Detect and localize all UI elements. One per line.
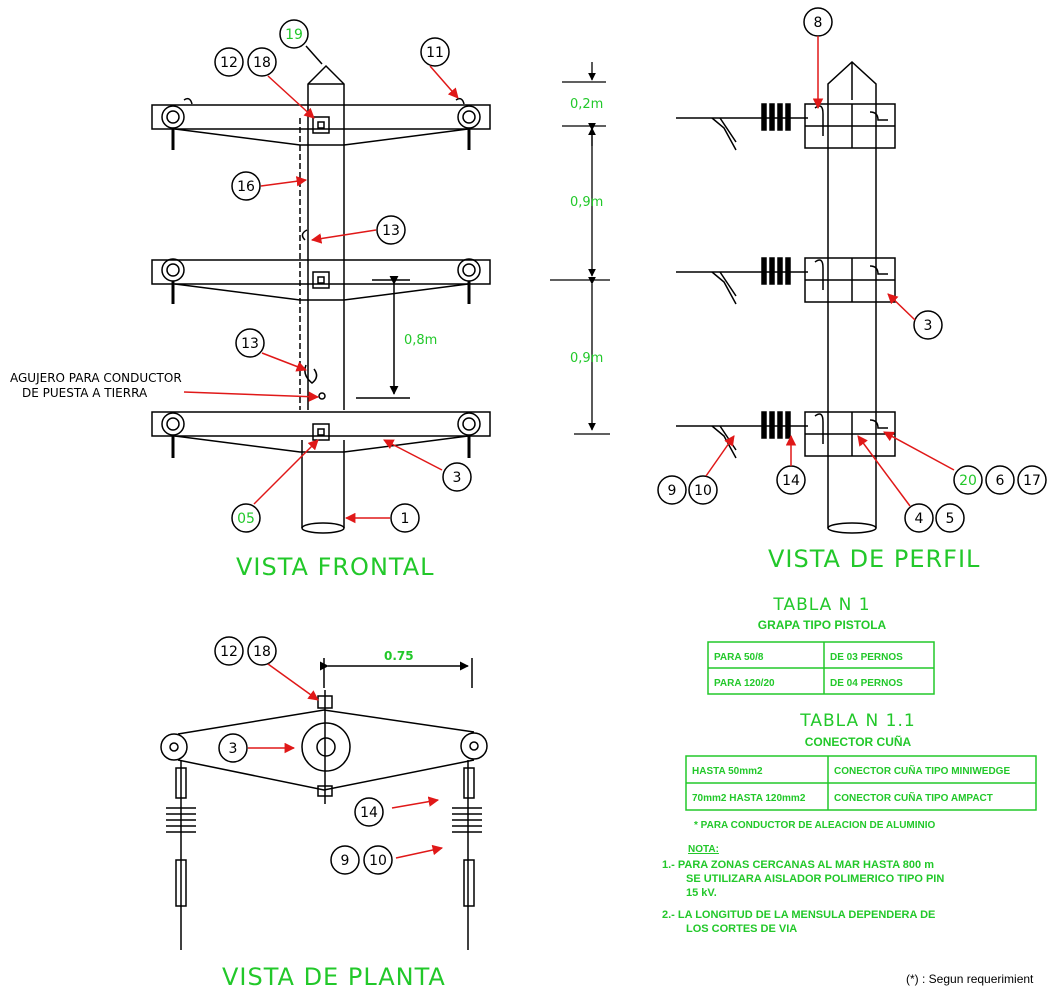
front-callout-12: 12 — [220, 55, 238, 71]
front-crossarm-2 — [151, 258, 491, 304]
front-callouts — [214, 19, 472, 533]
dim-mid: 0,9m — [570, 195, 603, 210]
front-view — [151, 64, 491, 534]
profile-callout-5: 5 — [946, 511, 955, 527]
front-crossarm-1 — [151, 97, 491, 150]
table-1-1: TABLA N 1.1 CONECTOR CUÑA HASTA 50mm2 CO… — [685, 711, 1037, 831]
note-2-line-1: 2.- LA LONGITUD DE LA MENSULA DEPENDERA … — [662, 909, 935, 921]
front-callout-13a: 13 — [382, 223, 400, 239]
plan-callouts — [214, 636, 393, 875]
plan-view — [160, 658, 488, 950]
front-callout-16: 16 — [237, 179, 255, 195]
front-callout-3: 3 — [453, 470, 462, 486]
requirement-note: (*) : Segun requerimient — [906, 972, 1034, 986]
note-1-line-1: 1.- PARA ZONAS CERCANAS AL MAR HASTA 800… — [662, 859, 934, 871]
table-1-title: TABLA N 1 — [772, 595, 870, 615]
note-1-line-2: SE UTILIZARA AISLADOR POLIMERICO TIPO PI… — [686, 873, 944, 885]
front-callout-19: 19 — [285, 27, 303, 43]
profile-callout-4: 4 — [915, 511, 924, 527]
front-crossarm-3 — [151, 411, 491, 458]
profile-callout-20: 20 — [959, 473, 977, 489]
table-2-r2c1: 70mm2 HASTA 120mm2 — [692, 793, 806, 804]
profile-callout-8: 8 — [814, 15, 823, 31]
front-view-title: VISTA FRONTAL — [236, 553, 434, 581]
plan-dim-0-75: 0.75 — [384, 649, 414, 663]
front-callout-13b: 13 — [241, 336, 259, 352]
table-2-footnote: * PARA CONDUCTOR DE ALEACION DE ALUMINIO — [694, 820, 936, 831]
profile-callout-3: 3 — [924, 318, 933, 334]
profile-callout-9: 9 — [668, 483, 677, 499]
table-1: TABLA N 1 GRAPA TIPO PISTOLA PARA 50/8 D… — [707, 595, 935, 695]
dim-bottom: 0,9m — [570, 351, 603, 366]
front-callout-11: 11 — [426, 45, 444, 61]
profile-callout-6: 6 — [996, 473, 1005, 489]
front-callout-18: 18 — [253, 55, 271, 71]
table-1-r2c2: DE 04 PERNOS — [830, 678, 903, 689]
front-callout-1: 1 — [401, 511, 410, 527]
plan-view-title: VISTA DE PLANTA — [222, 963, 446, 991]
table-1-r1c1: PARA 50/8 — [714, 652, 764, 663]
plan-callout-9: 9 — [341, 853, 350, 869]
ground-hole-label-2: DE PUESTA A TIERRA — [22, 386, 148, 400]
plan-callout-18: 18 — [253, 644, 271, 660]
table-1-r1c2: DE 03 PERNOS — [830, 652, 903, 663]
front-dim-0-8: 0,8m — [404, 333, 437, 348]
vertical-dimensions — [550, 62, 610, 435]
plan-callout-12: 12 — [220, 644, 238, 660]
notes: NOTA: 1.- PARA ZONAS CERCANAS AL MAR HAS… — [662, 844, 944, 935]
note-2-line-2: LOS CORTES DE VIA — [686, 923, 797, 935]
table-2-r2c2: CONECTOR CUÑA TIPO AMPACT — [834, 791, 993, 804]
notes-heading: NOTA: — [688, 844, 719, 855]
table-2-r1c2: CONECTOR CUÑA TIPO MINIWEDGE — [834, 764, 1010, 777]
profile-view — [804, 60, 896, 534]
plan-callout-10: 10 — [369, 853, 387, 869]
profile-insulators — [676, 103, 888, 459]
plan-callout-3: 3 — [229, 741, 238, 757]
plan-callout-14: 14 — [360, 805, 378, 821]
profile-callout-10: 10 — [694, 483, 712, 499]
profile-callout-14: 14 — [782, 473, 800, 489]
table-1-subtitle: GRAPA TIPO PISTOLA — [758, 618, 887, 632]
profile-callout-17: 17 — [1023, 473, 1041, 489]
profile-view-title: VISTA DE PERFIL — [768, 545, 980, 573]
dim-top: 0,2m — [570, 97, 603, 112]
ground-hole-label-1: AGUJERO PARA CONDUCTOR — [10, 371, 182, 385]
table-1-r2c1: PARA 120/20 — [714, 678, 775, 689]
table-2-subtitle: CONECTOR CUÑA — [805, 734, 912, 749]
note-1-line-3: 15 kV. — [686, 887, 717, 899]
table-2-r1c1: HASTA 50mm2 — [692, 766, 763, 777]
front-callout-05: 05 — [237, 511, 255, 527]
table-2-title: TABLA N 1.1 — [799, 711, 915, 731]
